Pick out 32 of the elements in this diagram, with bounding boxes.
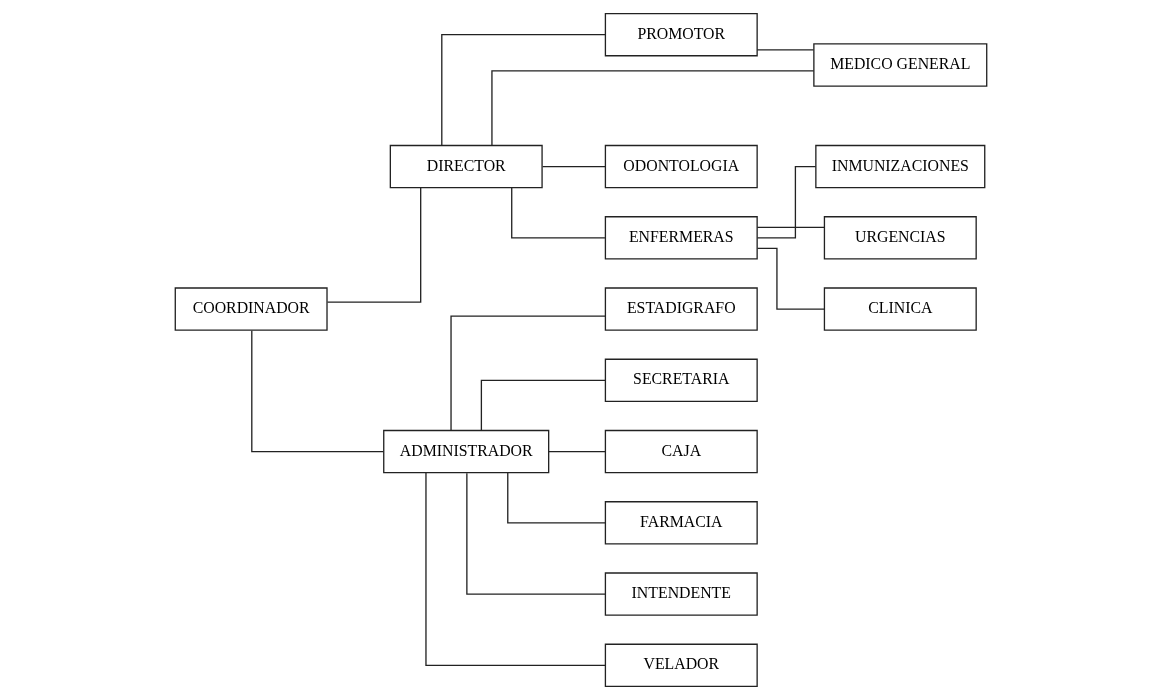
connector <box>756 226 825 228</box>
connector <box>490 70 814 147</box>
node-box: SECRETARIA <box>604 358 758 403</box>
connector <box>756 49 814 51</box>
node-box: ODONTOLOGIA <box>604 144 758 189</box>
connector <box>506 472 606 524</box>
node-box: CLINICA <box>823 287 977 331</box>
node-box: INMUNIZACIONES <box>814 144 985 189</box>
connector <box>326 187 421 303</box>
node-box: PROMOTOR <box>604 12 758 57</box>
connector <box>424 472 606 666</box>
connector <box>440 34 606 147</box>
connector <box>449 315 606 432</box>
node-box: COORDINADOR <box>174 287 328 331</box>
node-box: VELADOR <box>604 643 758 688</box>
connector <box>250 330 384 453</box>
node-box: DIRECTOR <box>389 144 543 189</box>
connector <box>541 165 606 168</box>
connector <box>480 379 606 431</box>
connector <box>547 450 606 453</box>
connector <box>756 165 816 239</box>
node-box: CAJA <box>604 429 758 474</box>
node-box: ADMINISTRADOR <box>382 429 549 474</box>
node-box: ENFERMERAS <box>604 216 758 260</box>
node-box: ESTADIGRAFO <box>604 287 758 331</box>
connector <box>756 247 825 310</box>
connector <box>465 472 606 595</box>
node-box: MEDICO GENERAL <box>812 43 987 87</box>
node-box: FARMACIA <box>604 501 758 545</box>
node-box: URGENCIAS <box>823 216 977 260</box>
node-box: INTENDENTE <box>604 572 758 616</box>
connector <box>510 187 606 239</box>
